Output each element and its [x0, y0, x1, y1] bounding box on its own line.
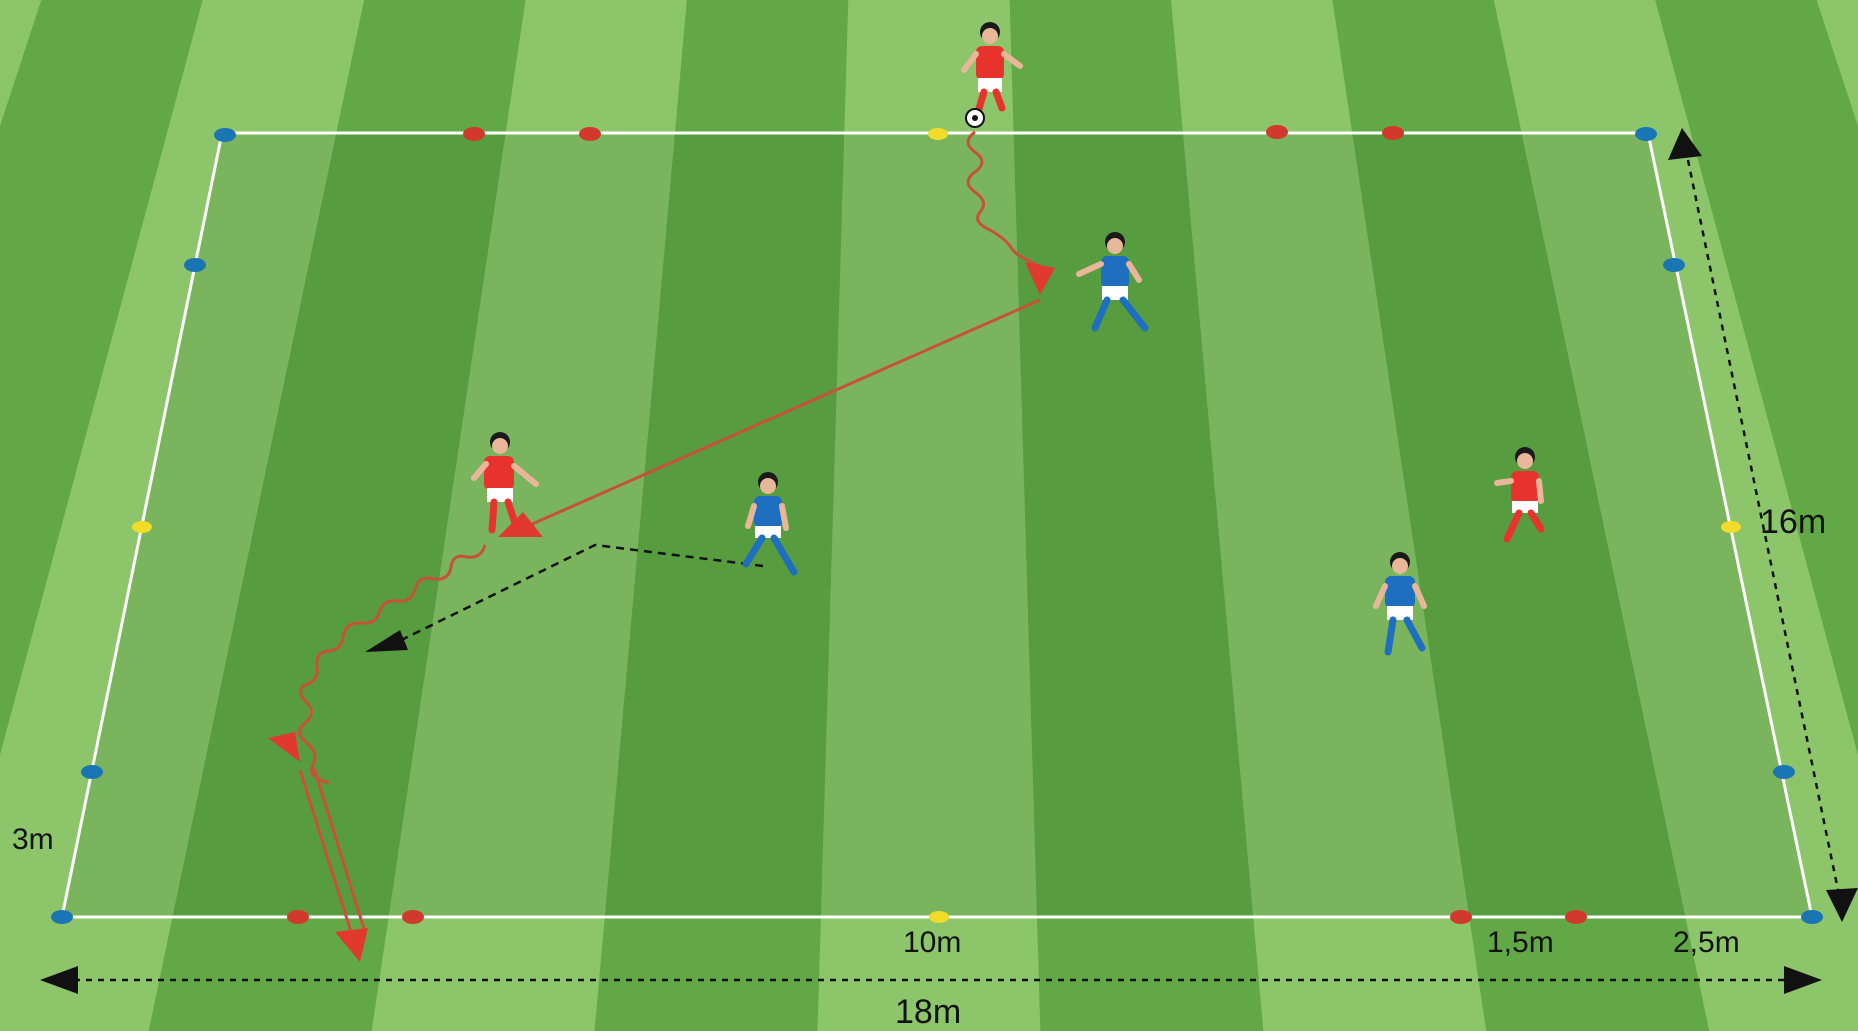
- grass-stripe: [594, 0, 849, 1031]
- cone-yellow-icon: [928, 128, 948, 140]
- player-blue: [742, 472, 798, 576]
- pass-arrow: [529, 298, 1041, 527]
- arrow-left-icon: [40, 966, 78, 994]
- cone-red-icon: [1565, 910, 1587, 924]
- grass-stripe: [1816, 0, 1858, 127]
- cone-blue-icon: [1663, 258, 1685, 272]
- cone-red-icon: [463, 127, 485, 141]
- arrow-right-icon: [1784, 966, 1822, 994]
- training-area: [62, 133, 1812, 917]
- arrow-up-icon: [1668, 128, 1702, 160]
- player-red: [471, 432, 539, 534]
- cone-yellow-icon: [132, 521, 152, 533]
- arrowhead-icon: [498, 512, 543, 537]
- grass-stripe: [371, 0, 687, 1031]
- grass-stripe: [817, 0, 1041, 1031]
- exit-arrow: [312, 767, 367, 933]
- dribble-arrow: [966, 130, 1049, 272]
- cone-red-icon: [579, 127, 601, 141]
- arrow-down-icon: [1826, 888, 1858, 922]
- players: [471, 22, 1545, 656]
- dimension-line-length: [1686, 159, 1840, 891]
- defender-run-arrow: [384, 543, 764, 650]
- cone-blue-icon: [1773, 765, 1795, 779]
- cone-red-icon: [1450, 910, 1472, 924]
- arrowhead-icon: [1025, 262, 1055, 295]
- dimension-label-center-gap: 10m: [903, 926, 962, 959]
- grass-stripe: [148, 0, 526, 1031]
- cone-red-icon: [287, 910, 309, 924]
- player-red: [961, 22, 1023, 116]
- dimension-lines: [40, 128, 1858, 994]
- cone-blue-icon: [1635, 127, 1657, 141]
- dribble-arrow: [298, 544, 487, 785]
- dimension-label-width: 18m: [895, 993, 962, 1031]
- player-red: [1494, 447, 1545, 543]
- grass-stripe: [1493, 0, 1858, 1031]
- dimension-label-side-gap: 3m: [12, 823, 54, 856]
- grass-stripe: [1655, 0, 1858, 755]
- cone-red-icon: [1382, 126, 1404, 140]
- cone-blue-icon: [51, 910, 73, 924]
- cone-blue-icon: [214, 128, 236, 142]
- grass-stripe: [1171, 0, 1487, 1031]
- exit-arrow: [298, 769, 354, 936]
- dimension-label-small-gap: 1,5m: [1487, 926, 1554, 959]
- cone-red-icon: [402, 910, 424, 924]
- cone-blue-icon: [1801, 910, 1823, 924]
- ball-icon: [965, 108, 985, 128]
- player-blue: [1076, 232, 1149, 332]
- cone-red-icon: [1266, 125, 1288, 139]
- player-blue: [1373, 552, 1427, 656]
- cone-blue-icon: [184, 258, 206, 272]
- arrowhead-icon: [268, 732, 300, 762]
- cones: [51, 125, 1823, 924]
- cone-yellow-icon: [929, 911, 949, 923]
- arrowhead-icon: [335, 928, 368, 962]
- dimension-label-length: 16m: [1760, 503, 1827, 541]
- dimension-label-corner-gap: 2,5m: [1673, 926, 1740, 959]
- cone-yellow-icon: [1721, 521, 1741, 533]
- movement-arrows: [268, 130, 1055, 962]
- arrowhead-icon: [365, 630, 408, 652]
- grass-stripe: [1009, 0, 1264, 1031]
- cone-blue-icon: [81, 765, 103, 779]
